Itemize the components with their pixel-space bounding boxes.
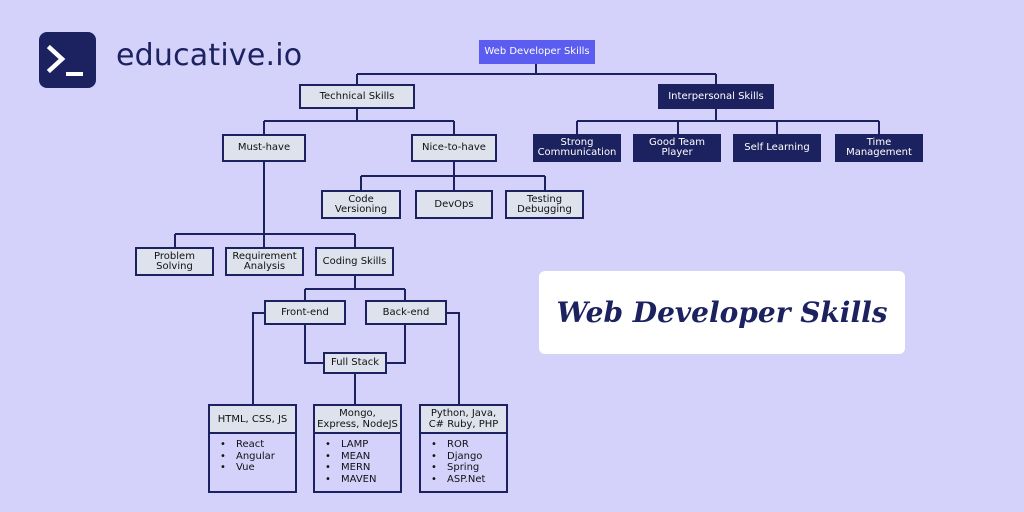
stack-card-title: Mongo, Express, NodeJS bbox=[315, 406, 400, 434]
list-item: •LAMP bbox=[325, 439, 369, 450]
list-item: •ROR bbox=[431, 439, 469, 450]
root-node: Web Developer Skills bbox=[479, 40, 595, 64]
stack-card-fullstack: Mongo, Express, NodeJS •LAMP •MEAN •MERN… bbox=[313, 404, 402, 493]
must-item: Requirement Analysis bbox=[225, 247, 304, 276]
nice-to-have-node: Nice-to-have bbox=[411, 134, 497, 162]
technical-skills-node: Technical Skills bbox=[299, 84, 415, 109]
list-item: •Django bbox=[431, 450, 483, 462]
front-end-node: Front-end bbox=[264, 300, 346, 325]
list-item: •React bbox=[220, 439, 265, 450]
list-item: •Angular bbox=[220, 450, 275, 462]
brand-name: educative.io bbox=[116, 38, 303, 73]
page-title: Web Developer Skills bbox=[556, 296, 888, 329]
stack-card-backend: Python, Java, C# Ruby, PHP •ROR •Django … bbox=[419, 404, 508, 493]
coding-skills-node: Coding Skills bbox=[315, 247, 394, 276]
interpersonal-item: Self Learning bbox=[733, 134, 821, 162]
list-item: •MERN bbox=[325, 462, 371, 473]
full-stack-node: Full Stack bbox=[323, 352, 387, 374]
stack-card-title: Python, Java, C# Ruby, PHP bbox=[421, 406, 506, 434]
list-item: •MEAN bbox=[325, 450, 371, 462]
list-item: •ASP.Net bbox=[431, 473, 486, 485]
must-item: Problem Solving bbox=[135, 247, 214, 276]
terminal-prompt-icon bbox=[46, 44, 83, 76]
nice-item: Testing Debugging bbox=[505, 190, 584, 219]
stack-card-title: HTML, CSS, JS bbox=[210, 406, 295, 434]
must-have-node: Must-have bbox=[222, 134, 306, 162]
list-item: •Vue bbox=[220, 462, 255, 473]
interpersonal-skills-node: Interpersonal Skills bbox=[658, 84, 774, 109]
back-end-node: Back-end bbox=[365, 300, 447, 325]
list-item: •MAVEN bbox=[325, 473, 377, 485]
nice-item: Code Versioning bbox=[321, 190, 401, 219]
interpersonal-item: Strong Communication bbox=[533, 134, 621, 162]
nice-item: DevOps bbox=[415, 190, 493, 219]
title-card: Web Developer Skills bbox=[539, 271, 905, 354]
stack-card-frontend: HTML, CSS, JS •React •Angular •Vue bbox=[208, 404, 297, 493]
educative-logo bbox=[39, 32, 96, 88]
interpersonal-item: Good Team Player bbox=[633, 134, 721, 162]
interpersonal-item: Time Management bbox=[835, 134, 923, 162]
list-item: •Spring bbox=[431, 462, 480, 473]
